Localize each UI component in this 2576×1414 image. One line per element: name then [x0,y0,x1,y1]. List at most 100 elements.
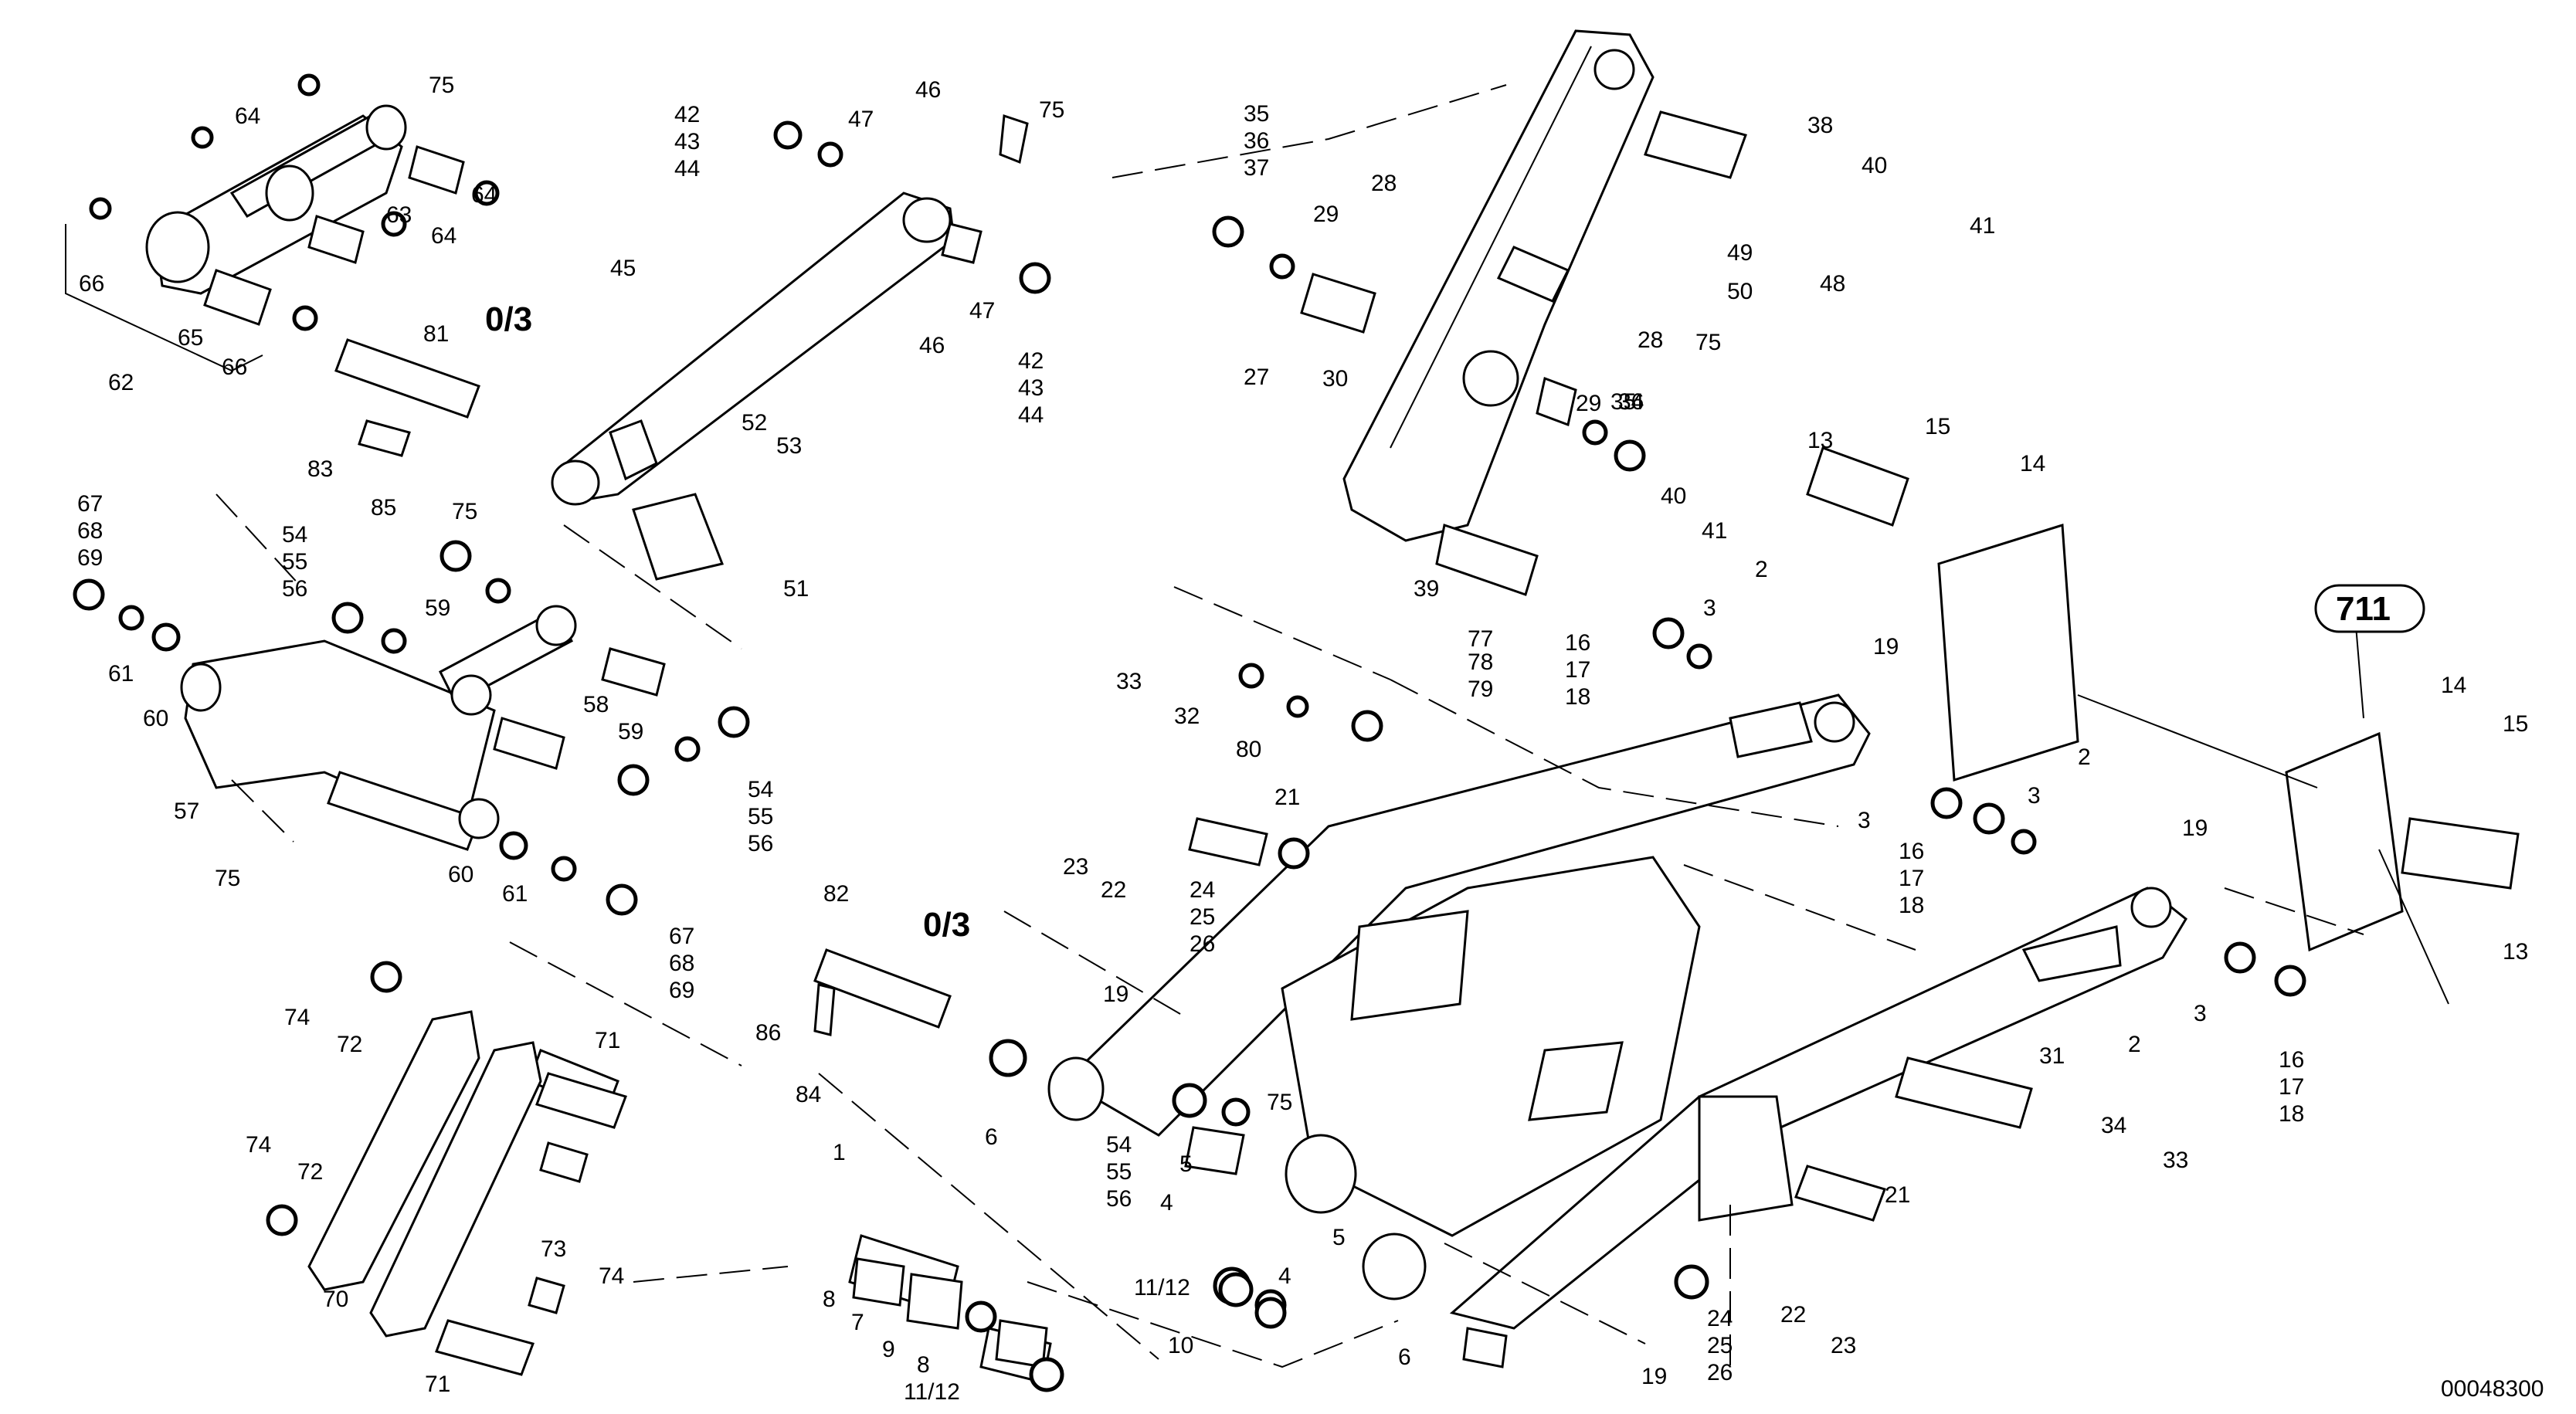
callout-label: 64 [471,182,497,208]
callout-label: 65 [178,325,203,351]
callout-label: 73 [541,1236,566,1262]
callout-label: 21 [1274,785,1300,810]
callout-label: 72 [297,1159,323,1185]
callout-label: 5 [1179,1151,1193,1177]
callout-label: 79 [1468,676,1493,702]
callout-label: 7 [851,1310,864,1335]
callout-label: 10 [1168,1333,1193,1358]
callout-label: 2 [1755,557,1768,582]
callout-label: 24 [1707,1306,1733,1331]
callout-label: 75 [1267,1090,1292,1115]
callout-label: 14 [2020,451,2045,476]
callout-label: 23 [1831,1333,1856,1358]
frame-plate-drawing [1806,446,2520,1005]
callout-label: 54 [1106,1132,1132,1158]
callout-label: 70 [323,1287,348,1312]
callout-label: 56 [748,831,773,856]
callout-label: 37 [1244,155,1269,181]
rocker-link-drawing [65,73,500,372]
callout-label: 49 [1727,240,1753,266]
callout-label: 53 [776,433,802,459]
callout-label: 35 [1610,389,1636,415]
callout-label: 11/12 [904,1379,960,1405]
callout-label: 18 [1565,684,1590,710]
callout-label: 75 [452,499,477,524]
callout-label: 2 [2078,744,2091,770]
callout-label: 24 [1190,877,1215,903]
callout-label: 50 [1727,279,1753,304]
callout-label: 43 [1018,375,1044,401]
callout-label: 30 [1322,366,1348,392]
callout-label: 45 [610,256,636,281]
callout-label: 40 [1862,153,1887,178]
callout-label: 61 [502,881,528,907]
variant-mark: 0/3 [923,906,970,944]
callout-label: 60 [143,706,168,731]
callout-label: 55 [1106,1159,1132,1185]
callout-label: 25 [1190,904,1215,930]
callout-label: 42 [674,102,700,127]
callout-label: 85 [371,495,396,521]
callout-label: 6 [985,1124,998,1150]
callout-label: 16 [1899,839,1924,864]
callout-label: 56 [1106,1186,1132,1212]
callout-label: 28 [1371,171,1397,196]
callout-label: 22 [1101,877,1126,903]
drawing-linework [65,29,2520,1392]
callout-label: 59 [425,595,450,621]
callout-label: 4 [1278,1263,1291,1289]
callout-label: 46 [919,333,945,358]
callout-label: 75 [1039,97,1064,123]
callout-label: 15 [1925,414,1950,439]
callout-label: 19 [2182,816,2208,841]
callout-label: 71 [595,1028,620,1053]
callout-label: 82 [823,881,849,907]
drawing-id-number: 00048300 [2441,1376,2544,1402]
callout-label: 3 [2194,1001,2207,1026]
callout-label: 38 [1807,113,1833,138]
callout-label: 67 [77,491,103,517]
callout-label: 16 [2279,1047,2304,1073]
loader-frame-drawing [1047,693,2187,1330]
callout-label: 78 [1468,649,1493,675]
callout-label: 69 [669,978,694,1003]
callout-label: 29 [1576,391,1601,416]
callout-label: 23 [1063,854,1088,880]
callout-label: 80 [1236,737,1261,762]
callout-label: 6 [1398,1344,1411,1370]
callout-label: 81 [423,321,449,347]
callout-label: 36 [1244,128,1269,154]
variant-mark: 0/3 [485,300,532,338]
callout-label: 13 [2503,939,2528,965]
callout-label: 25 [1707,1333,1733,1358]
callout-label: 42 [1018,348,1044,374]
callout-label: 68 [669,951,694,976]
callout-label: 51 [783,576,809,602]
callout-label: 86 [755,1020,781,1046]
callout-label: 1 [833,1140,846,1165]
callout-label: 33 [2163,1148,2188,1173]
callout-label: 48 [1820,271,1845,297]
callout-label: 71 [425,1372,450,1397]
callout-label: 41 [1702,518,1727,544]
callout-label: 19 [1103,982,1128,1007]
callout-label: 19 [1873,634,1899,660]
callout-label: 55 [282,549,307,575]
group-ref-number: 711 [2336,590,2391,628]
callout-label: 34 [1618,389,1644,415]
callout-label: 57 [174,799,199,824]
callout-label: 59 [618,719,643,744]
callout-label: 27 [1244,365,1269,390]
callout-label: 8 [917,1352,930,1378]
callout-label: 44 [1018,402,1044,428]
callout-label: 32 [1174,704,1200,729]
callout-label: 54 [282,522,307,548]
callout-label: 75 [1695,330,1721,355]
callout-label: 41 [1970,213,1995,239]
callout-label: 26 [1707,1360,1733,1385]
callout-label: 54 [748,777,773,802]
callout-label: 16 [1565,630,1590,656]
drawing-annotations: 0/3 0/3 711 00048300 [485,300,2544,1402]
callout-label: 17 [2279,1074,2304,1100]
